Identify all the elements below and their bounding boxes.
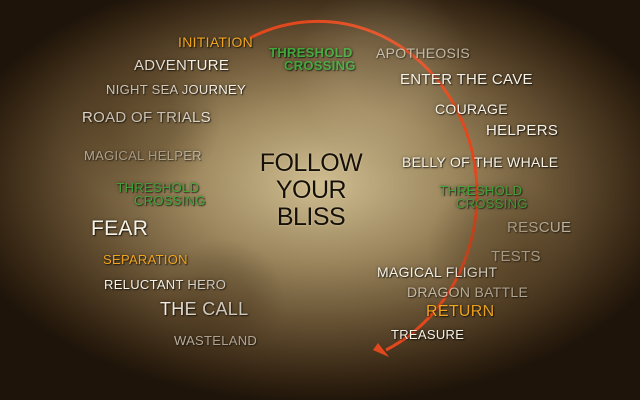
center-title: FOLLOW YOUR BLISS: [226, 150, 396, 231]
label-treasure: TREASURE: [391, 327, 465, 342]
threshold-left-line2: CROSSING: [134, 193, 206, 208]
label-belly-of-the-whale: BELLY OF THE WHALE: [402, 154, 559, 170]
label-night-sea-journey: NIGHT SEA JOURNEY: [106, 82, 246, 97]
label-rescue: RESCUE: [507, 219, 572, 236]
label-threshold-crossing-top: THRESHOLD CROSSING: [266, 46, 356, 72]
label-wasteland: WASTELAND: [174, 333, 258, 348]
label-threshold-crossing-right: THRESHOLD CROSSING: [434, 184, 528, 210]
label-return: RETURN: [426, 303, 495, 320]
center-line-1: FOLLOW: [259, 149, 363, 177]
label-courage: COURAGE: [435, 101, 508, 117]
label-separation: SEPARATION: [103, 252, 188, 267]
label-enter-the-cave: ENTER THE CAVE: [400, 71, 533, 88]
label-tests: TESTS: [491, 248, 541, 265]
label-magical-helper: MAGICAL HELPER: [84, 148, 202, 163]
label-fear: FEAR: [91, 217, 149, 240]
label-helpers: HELPERS: [486, 122, 559, 139]
label-initiation: INITIATION: [178, 34, 254, 50]
label-road-of-trials: ROAD OF TRIALS: [82, 109, 211, 126]
threshold-left-line1: THRESHOLD: [116, 180, 200, 195]
arrowhead-icon: [373, 343, 389, 357]
threshold-top-line1: THRESHOLD: [269, 45, 353, 60]
center-line-3: BLISS: [276, 203, 346, 231]
label-dragon-battle: DRAGON BATTLE: [407, 284, 529, 300]
label-threshold-crossing-left: THRESHOLD CROSSING: [110, 181, 206, 207]
threshold-top-line2: CROSSING: [284, 58, 356, 73]
cycle-ring: [249, 19, 479, 352]
threshold-right-line1: THRESHOLD: [439, 183, 523, 198]
label-apotheosis: APOTHEOSIS: [376, 45, 471, 61]
label-adventure: ADVENTURE: [134, 57, 230, 74]
label-reluctant-hero: RELUCTANT HERO: [104, 277, 227, 292]
label-the-call: THE CALL: [160, 299, 249, 319]
threshold-right-line2: CROSSING: [456, 196, 528, 211]
label-magical-flight: MAGICAL FLIGHT: [377, 264, 498, 280]
center-line-2: YOUR: [275, 176, 347, 204]
